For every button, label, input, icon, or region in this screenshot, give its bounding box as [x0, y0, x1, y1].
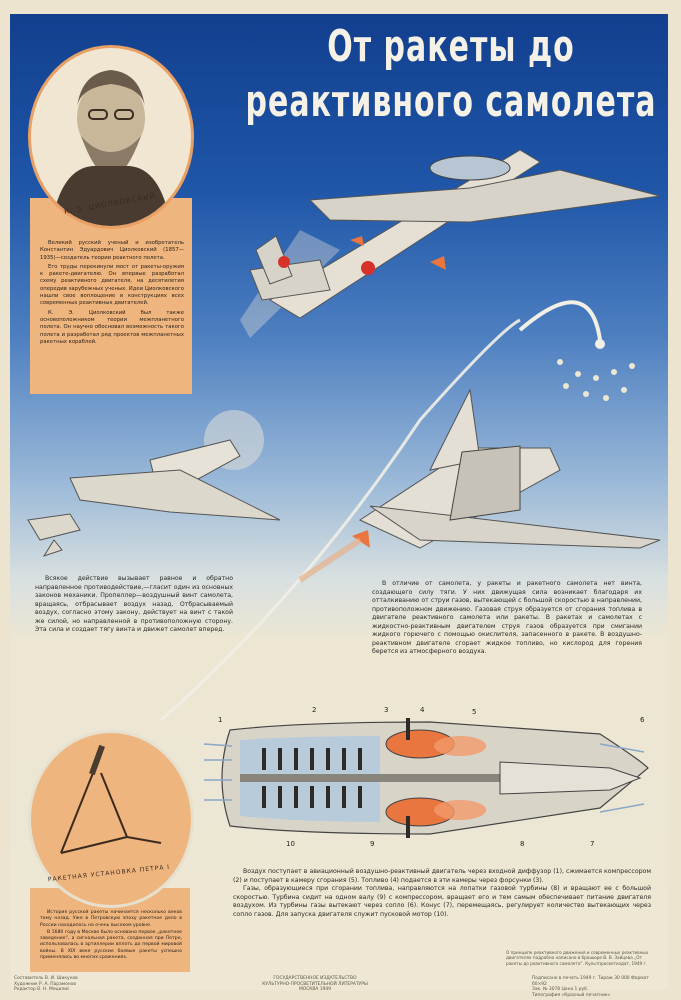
illustrations-middle [27, 318, 661, 720]
biography-paragraph-2: Его труды перекинули мост от ракеты-оруж… [40, 263, 184, 307]
compressor-blades [262, 748, 362, 808]
footer-publisher: ГОСУДАРСТВЕННОЕ ИЗДАТЕЛЬСТВО КУЛЬТУРНО-П… [262, 976, 368, 992]
engine-label-2: 2 [312, 706, 316, 714]
footer-credits: Составитель В. И. Шикунов Художник Р. А.… [14, 976, 78, 992]
footnote-text: О принципе реактивного движения и соврем… [506, 950, 649, 966]
newton-law-text: Всякое действие вызывает равное и обратн… [35, 575, 233, 633]
biography-text: Великий русский ученый и изобретатель Ко… [40, 240, 184, 348]
portrait-drawing-icon [51, 70, 171, 226]
engine-label-9: 9 [370, 840, 374, 848]
biography-paragraph-1: Великий русский ученый и изобретатель Ко… [40, 240, 184, 261]
tsiolkovsky-portrait [28, 45, 194, 229]
propeller-plane-illustration [27, 410, 281, 557]
rocket-trail-illustration [518, 300, 635, 401]
engine-diagram: 1 2 3 4 5 6 7 8 9 10 [203, 706, 649, 848]
poster-title-line2: реактивного самолета [245, 77, 657, 128]
engine-label-1: 1 [218, 716, 222, 724]
engine-label-6: 6 [640, 716, 645, 724]
engine-label-5: 5 [472, 708, 476, 716]
rocket-history-text: История русской ракеты начинается нескол… [40, 910, 182, 961]
rocket-launcher-illustration [28, 730, 194, 908]
biography-panel [30, 198, 192, 394]
jet-principle-text: В отличие от самолета, у ракеты и ракетн… [372, 580, 642, 655]
engine-label-3: 3 [384, 706, 388, 714]
engine-description-text: Воздух поступает в авиационный воздушно-… [233, 868, 651, 918]
airflow-arrows [203, 743, 645, 813]
jet-plane-illustration [240, 149, 661, 338]
footer-print-info: Подписано в печать 1949 г. Тираж 30 000 … [532, 976, 649, 998]
poster-title-line1: От ракеты до [327, 22, 575, 73]
engine-label-4: 4 [420, 706, 425, 714]
engine-label-10: 10 [286, 840, 295, 848]
engine-label-8: 8 [520, 840, 524, 848]
rocket-launcher-icon [60, 744, 162, 854]
engine-label-7: 7 [590, 840, 594, 848]
biography-paragraph-3: К. Э. Циолковский был также основоположн… [40, 309, 184, 345]
rocket-plane-illustration [298, 388, 661, 583]
illustrations-upper [240, 149, 661, 401]
